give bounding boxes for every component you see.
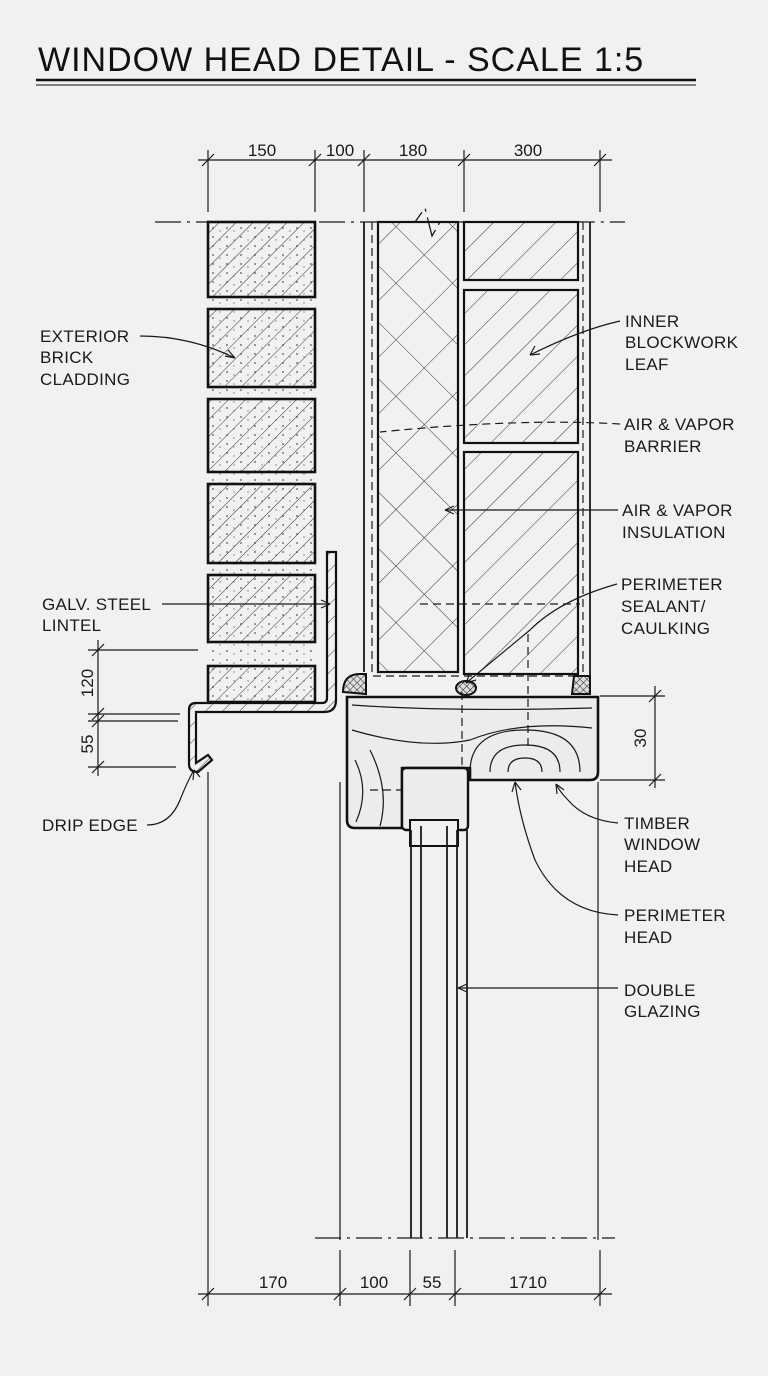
label-line: CLADDING (40, 370, 130, 389)
brick-cladding (206, 220, 317, 704)
timber-window-head (345, 603, 600, 830)
label-line: LEAF (625, 355, 669, 374)
label-line: AIR & VAPOR (622, 501, 733, 520)
label-line: CAULKING (621, 619, 710, 638)
dim-top-blockwork: 300 (514, 141, 542, 160)
dim-bottom-3: 55 (423, 1273, 442, 1292)
label-line: WINDOW (624, 835, 700, 854)
label-drip-edge: DRIP EDGE (42, 816, 138, 835)
label-line: DRIP EDGE (42, 816, 138, 835)
right-dimension: 30 (600, 686, 665, 788)
dim-bottom-4: 1710 (509, 1273, 547, 1292)
window-frame (400, 766, 470, 847)
label-line: LINTEL (42, 616, 101, 635)
label-timber-window-head: TIMBER WINDOW HEAD (624, 814, 700, 876)
label-line: BLOCKWORK (625, 333, 739, 352)
label-perimeter-sealant: PERIMETER SEALANT/ CAULKING (621, 575, 723, 638)
label-line: GLAZING (624, 1002, 701, 1021)
label-double-glazing: DOUBLE GLAZING (624, 981, 701, 1021)
dim-left-120: 120 (78, 669, 97, 697)
insulation-layer (363, 220, 584, 677)
title-text: WINDOW HEAD DETAIL - SCALE 1:5 (38, 41, 644, 79)
left-dimension-chain: 120 55 (78, 640, 198, 776)
dim-top-insulation: 180 (399, 141, 427, 160)
label-line: BRICK (40, 348, 94, 367)
label-line: PERIMETER (621, 575, 723, 594)
label-insulation: AIR & VAPOR INSULATION (622, 501, 733, 542)
label-air-vapor-barrier: AIR & VAPOR BARRIER (624, 415, 735, 456)
label-line: INNER (625, 312, 679, 331)
inner-blockwork (462, 220, 580, 676)
top-dimension-chain: 150 100 180 300 (198, 141, 612, 212)
label-line: HEAD (624, 928, 672, 947)
label-line: DOUBLE (624, 981, 696, 1000)
dim-right-30: 30 (631, 729, 650, 748)
dim-top-brick: 150 (248, 141, 276, 160)
leader-lines (139, 320, 621, 993)
dim-left-55: 55 (78, 735, 97, 754)
label-line: GALV. STEEL (42, 595, 151, 614)
label-line: TIMBER (624, 814, 690, 833)
dim-bottom-2: 100 (360, 1273, 388, 1292)
label-line: AIR & VAPOR (624, 415, 735, 434)
label-perimeter-head: PERIMETER HEAD (624, 906, 726, 947)
label-line: SEALANT/ (621, 597, 706, 616)
dim-top-cavity: 100 (326, 141, 354, 160)
bottom-dimension-chain: 170 100 55 1710 (198, 1250, 612, 1306)
label-line: BARRIER (624, 437, 702, 456)
label-inner-blockwork: INNER BLOCKWORK LEAF (625, 312, 739, 374)
drawing-title: WINDOW HEAD DETAIL - SCALE 1:5 (36, 41, 696, 86)
label-line: HEAD (624, 857, 672, 876)
steel-lintel (187, 550, 338, 774)
dim-bottom-1: 170 (259, 1273, 287, 1292)
label-line: EXTERIOR (40, 327, 129, 346)
sealant-beads (341, 673, 591, 696)
reference-lines (207, 772, 599, 1250)
label-line: PERIMETER (624, 906, 726, 925)
label-steel-lintel: GALV. STEEL LINTEL (42, 595, 151, 635)
double-glazing (410, 826, 468, 1238)
label-line: INSULATION (622, 523, 726, 542)
label-brick-cladding: EXTERIOR BRICK CLADDING (40, 327, 130, 389)
